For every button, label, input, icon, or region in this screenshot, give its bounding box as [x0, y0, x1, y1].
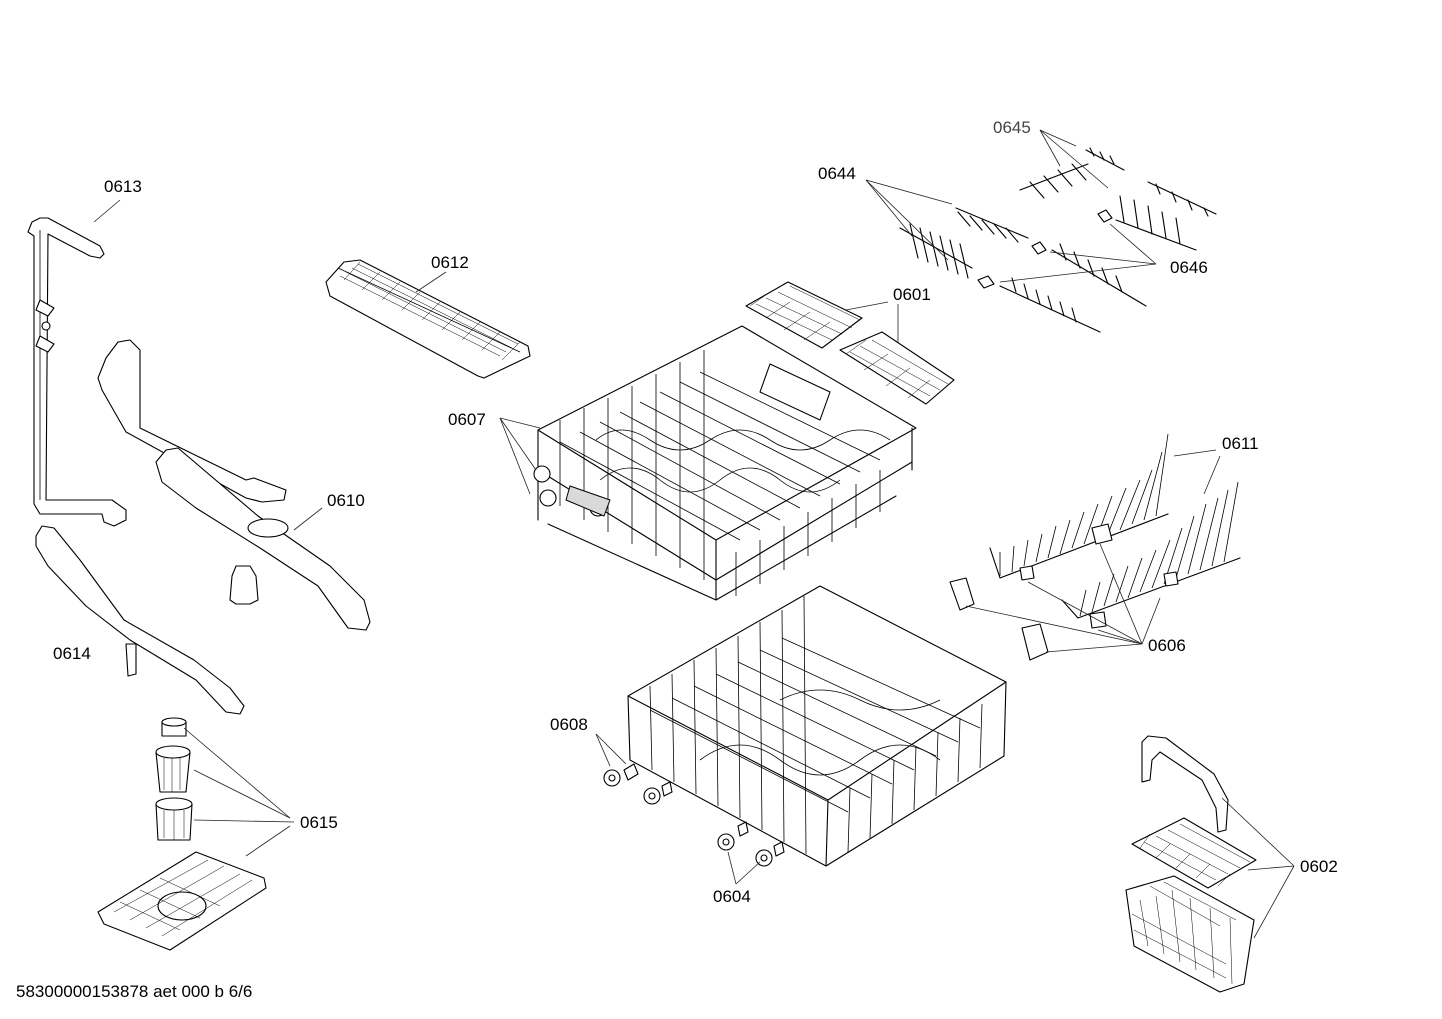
label-0645: 0645: [993, 118, 1031, 137]
label-0604: 0604: [713, 887, 751, 906]
part-0614-lower-spray-arm: [35, 525, 245, 715]
part-0646-tine-row: [977, 209, 1147, 333]
part-0607-upper-basket: [533, 325, 917, 601]
part-0608-wheels: [603, 763, 673, 805]
label-0613: 0613: [104, 177, 142, 196]
label-0644: 0644: [818, 164, 856, 183]
part-labels: 0613 0612 0644 0645 0646 0601 0607 0610 …: [53, 118, 1338, 906]
label-0612: 0612: [431, 253, 469, 272]
label-0615: 0615: [300, 813, 338, 832]
label-0646: 0646: [1170, 258, 1208, 277]
part-0615-filter-set: [97, 717, 267, 951]
part-0613-spray-pipe: [27, 217, 127, 527]
leader-lines: [93, 129, 1295, 939]
part-0604-wheels: [717, 821, 785, 867]
part-0601-grid-insert: [745, 281, 955, 405]
part-0644-cup-shelf: [899, 207, 1029, 279]
label-0611: 0611: [1222, 434, 1259, 453]
part-0610-spray-arm: [97, 339, 371, 631]
part-0611-tine-rows: [989, 433, 1241, 619]
label-0608: 0608: [550, 715, 588, 734]
part-0645-cup-holder: [1019, 147, 1217, 251]
label-0601: 0601: [893, 285, 931, 304]
part-0612-cutlery-tray: [325, 259, 531, 379]
label-0606: 0606: [1148, 636, 1186, 655]
lower-basket: [627, 585, 1007, 867]
label-0614: 0614: [53, 644, 91, 663]
label-0610: 0610: [327, 491, 365, 510]
label-0602: 0602: [1300, 857, 1338, 876]
label-0607: 0607: [448, 410, 486, 429]
document-footer-code: 58300000153878 aet 000 b 6/6: [16, 982, 252, 1001]
part-0602-cutlery-basket: [1125, 735, 1257, 993]
